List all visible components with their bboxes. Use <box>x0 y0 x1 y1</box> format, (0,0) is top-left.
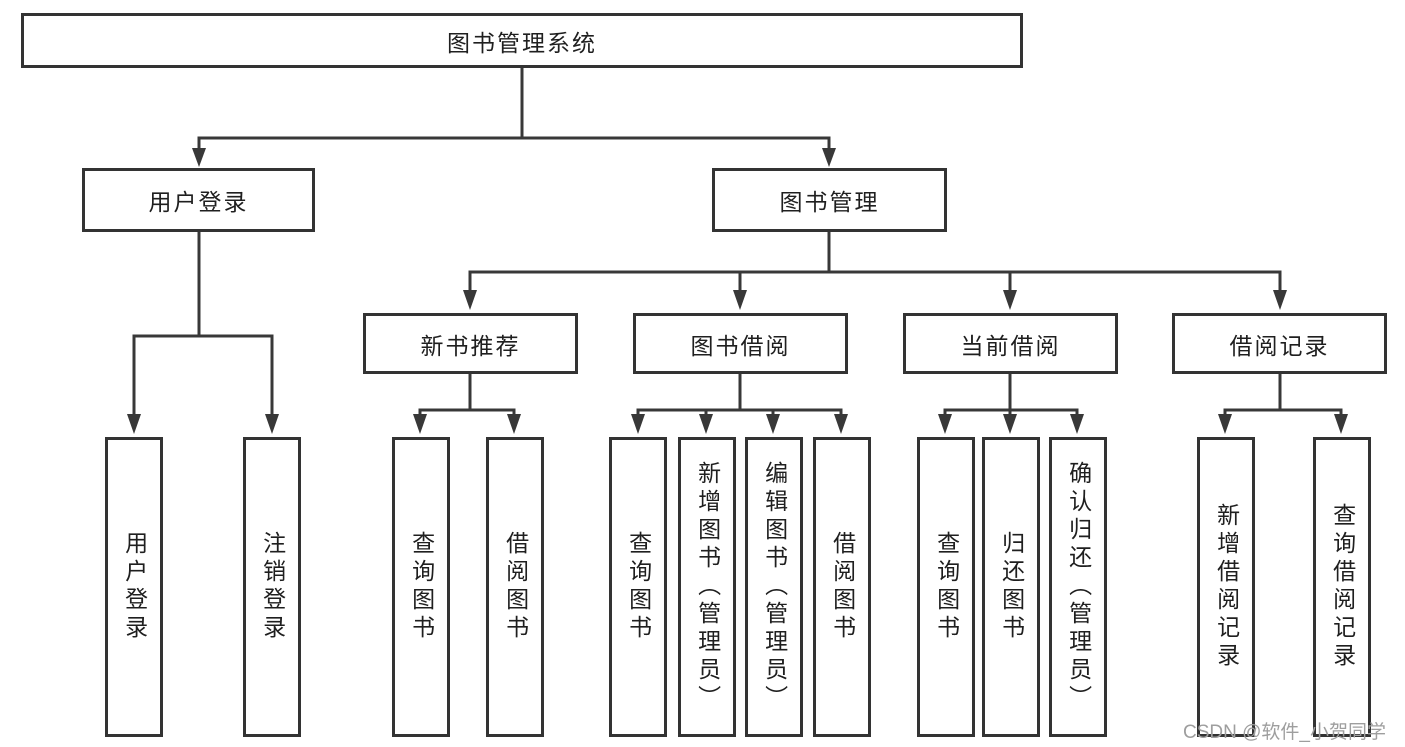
node-leaf-borrow-book-1-label: 借阅图书 <box>502 531 529 643</box>
node-leaf-query-book-3: 查询图书 <box>917 437 975 737</box>
node-leaf-logout-label: 注销登录 <box>259 531 286 643</box>
node-borrow-records-label: 借阅记录 <box>1229 332 1330 359</box>
node-current-borrow-label: 当前借阅 <box>960 332 1061 359</box>
node-root-label: 图书管理系统 <box>447 29 597 56</box>
node-leaf-query-book-1: 查询图书 <box>392 437 450 737</box>
connector-book-mgmt-to-level3 <box>463 232 1287 310</box>
connector-root-to-level2 <box>192 68 836 167</box>
node-leaf-borrow-book-2: 借阅图书 <box>813 437 871 737</box>
node-leaf-return-book: 归还图书 <box>982 437 1040 737</box>
node-leaf-borrow-book-1: 借阅图书 <box>486 437 544 737</box>
node-leaf-confirm-return: 确认归还（管理员） <box>1049 437 1107 737</box>
connector-user-login-children <box>127 232 279 434</box>
node-leaf-query-book-1-label: 查询图书 <box>408 531 435 643</box>
node-book-mgmt: 图书管理 <box>712 168 947 232</box>
node-borrow-records: 借阅记录 <box>1172 313 1387 374</box>
node-leaf-query-book-2: 查询图书 <box>609 437 667 737</box>
node-new-book-rec-label: 新书推荐 <box>420 332 521 359</box>
node-new-book-rec: 新书推荐 <box>363 313 578 374</box>
node-current-borrow: 当前借阅 <box>903 313 1118 374</box>
node-leaf-query-record-label: 查询借阅记录 <box>1329 503 1356 671</box>
node-book-borrow-label: 图书借阅 <box>690 332 791 359</box>
node-leaf-borrow-book-2-label: 借阅图书 <box>829 531 856 643</box>
node-user-login: 用户登录 <box>82 168 315 232</box>
node-leaf-edit-book: 编辑图书（管理员） <box>745 437 803 737</box>
node-leaf-query-book-3-label: 查询图书 <box>933 531 960 643</box>
node-leaf-confirm-return-label: 确认归还（管理员） <box>1065 461 1092 713</box>
node-leaf-add-record-label: 新增借阅记录 <box>1213 503 1240 671</box>
node-leaf-return-book-label: 归还图书 <box>998 531 1025 643</box>
connector-new-book-rec-children <box>413 374 521 434</box>
node-leaf-add-book-label: 新增图书（管理员） <box>694 461 721 713</box>
node-user-login-label: 用户登录 <box>148 189 249 215</box>
node-leaf-logout: 注销登录 <box>243 437 301 737</box>
watermark: CSDN @软件_小贺同学 <box>1183 722 1386 743</box>
node-book-borrow: 图书借阅 <box>633 313 848 374</box>
node-leaf-add-record: 新增借阅记录 <box>1197 437 1255 737</box>
node-book-mgmt-label: 图书管理 <box>779 189 880 215</box>
node-root: 图书管理系统 <box>21 13 1023 68</box>
node-leaf-user-login-label: 用户登录 <box>121 531 148 643</box>
connector-borrow-records-children <box>1218 374 1348 434</box>
node-leaf-user-login: 用户登录 <box>105 437 163 737</box>
connector-current-borrow-children <box>938 374 1084 434</box>
connector-book-borrow-children <box>631 374 848 434</box>
node-leaf-query-record: 查询借阅记录 <box>1313 437 1371 737</box>
node-leaf-edit-book-label: 编辑图书（管理员） <box>761 461 788 713</box>
node-leaf-add-book: 新增图书（管理员） <box>678 437 736 737</box>
node-leaf-query-book-2-label: 查询图书 <box>625 531 652 643</box>
